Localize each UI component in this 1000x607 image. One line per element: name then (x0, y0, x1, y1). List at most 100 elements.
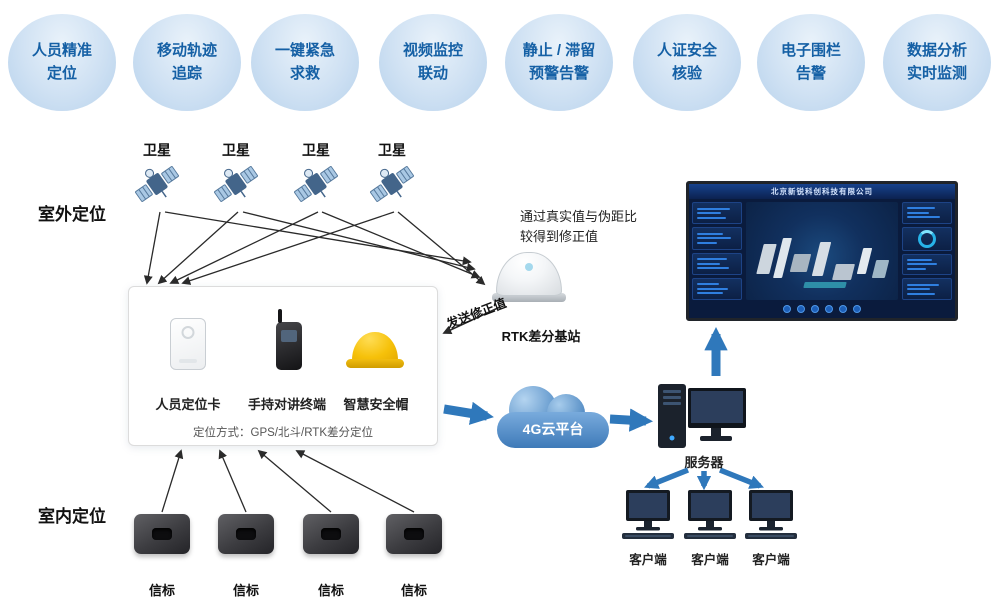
feature-badge-id-verify: 人证安全 核验 (633, 14, 741, 111)
decor-bar (697, 207, 730, 210)
decor-building (811, 242, 832, 276)
rtk-note-line-1: 通过真实值与伪距比 (520, 209, 638, 224)
beacon-label: 信标 (400, 583, 427, 598)
satellite-label: 卫星 (222, 142, 250, 158)
decor-bar (697, 283, 719, 286)
dashboard-widget (692, 227, 742, 250)
rtk-base (492, 293, 566, 302)
handheld-terminal-label: 手持对讲终端 (247, 397, 326, 412)
rtk-dome (496, 252, 562, 296)
badge-line: 求救 (289, 64, 320, 82)
rtk-note-line-2: 较得到修正值 (520, 229, 599, 245)
feature-badge-geofence-alarm: 电子围栏 告警 (757, 14, 865, 111)
badge-line: 人员精准 (31, 42, 92, 59)
cloud-platform: 4G云平台 (497, 386, 609, 448)
badge-line: 核验 (671, 64, 702, 82)
satellite-3-to-rtk-line (321, 211, 481, 279)
smart-helmet-label: 智慧安全帽 (343, 397, 409, 412)
outdoor-positioning-label: 室外定位 (38, 205, 106, 224)
dashboard-widget (902, 278, 952, 301)
beacon-4-to-devices-line (295, 450, 415, 513)
badge-line: 静止 / 滞留 (522, 42, 596, 59)
decor-bar (907, 263, 938, 266)
dashboard-widget (902, 253, 952, 276)
satellite-label: 卫星 (143, 142, 171, 158)
badge-line: 数据分析 (906, 42, 967, 59)
beacon-2-to-devices-line (218, 449, 247, 513)
decor-dot (839, 305, 847, 313)
decor-bar (697, 262, 721, 265)
rtk-base-station-icon (492, 252, 566, 302)
badge-line: 追踪 (171, 64, 202, 82)
beacon-icon (386, 514, 442, 554)
donut-chart-icon (918, 229, 936, 248)
decor-bar (697, 216, 726, 219)
feature-badge-sos: 一键紧急 求救 (251, 14, 359, 111)
rtk-station-label: RTK差分基站 (501, 329, 581, 344)
satellite-3-to-devices-line (169, 211, 319, 284)
decor-building (789, 254, 812, 272)
feature-badge-track-tracing: 移动轨迹 追踪 (133, 14, 241, 111)
client-label: 客户端 (752, 553, 790, 567)
satellite-2-to-rtk-line (242, 211, 476, 272)
cloud-to-server-arrow (609, 408, 654, 432)
badge-line: 预警告警 (528, 64, 589, 82)
satellite-icon (127, 154, 188, 213)
server-label: 服务器 (684, 455, 724, 470)
decor-bar (697, 258, 727, 261)
server-to-client-3-arrow (718, 467, 764, 489)
decor-bar (697, 212, 721, 215)
dashboard-3d-plant (746, 202, 898, 300)
decor-bar (907, 283, 939, 286)
cloud-label: 4G云平台 (522, 421, 584, 437)
feature-badge-stay-alarm: 静止 / 滞留 预警告警 (505, 14, 613, 111)
satellite-icon (362, 154, 423, 213)
dashboard-header: 北京新锐科创科技有限公司 (689, 184, 955, 199)
decor-bar (697, 267, 729, 270)
beacon-1-to-devices-line (161, 449, 184, 513)
beacon-label: 信标 (317, 583, 344, 598)
decor-bar (907, 288, 931, 291)
badge-line: 人证安全 (656, 42, 717, 59)
decor-dot (825, 305, 833, 313)
dashboard-icon-row (746, 303, 898, 315)
decor-bar (697, 292, 723, 295)
indoor-positioning-label: 室内定位 (38, 507, 106, 526)
client-label: 客户端 (629, 553, 667, 567)
dashboard-widget (692, 252, 742, 275)
badge-line: 一键紧急 (274, 42, 335, 59)
beacon-3-to-devices-line (257, 449, 332, 513)
feature-badge-precise-positioning: 人员精准 定位 (8, 14, 116, 111)
satellite-icon (206, 154, 267, 213)
decor-dot (853, 305, 861, 313)
decor-bar (907, 207, 935, 210)
decor-building (756, 244, 777, 274)
decor-bar (907, 259, 932, 262)
dashboard-right-panel (902, 202, 952, 301)
decor-building (856, 248, 873, 274)
positioning-mode-text: 定位方式：GPS/北斗/RTK差分定位 (193, 427, 373, 439)
badge-line: 联动 (417, 64, 448, 82)
satellite-icon (286, 154, 347, 213)
handheld-terminal-icon (276, 309, 302, 370)
decor-dot (783, 305, 791, 313)
devices-to-cloud-arrow (443, 401, 494, 425)
beacon-label: 信标 (148, 583, 175, 598)
decor-bar (907, 211, 929, 214)
client-computer-icon (616, 488, 680, 546)
helmet-brim (346, 359, 404, 368)
server-icon (656, 380, 748, 457)
badge-line: 实时监测 (906, 64, 967, 82)
positioning-card-label: 人员定位卡 (155, 397, 221, 412)
beacon-icon (134, 514, 190, 554)
positioning-card-icon (170, 318, 206, 370)
satellite-label: 卫星 (378, 142, 406, 158)
client-label: 客户端 (691, 553, 729, 567)
badge-line: 电子围栏 (780, 42, 841, 59)
badge-line: 定位 (46, 64, 77, 82)
satellite-4-to-devices-line (181, 211, 395, 285)
satellite-2-to-devices-line (157, 211, 239, 285)
dashboard-widget (692, 202, 742, 225)
decor-bar (907, 267, 927, 270)
decor-bar (697, 287, 729, 290)
